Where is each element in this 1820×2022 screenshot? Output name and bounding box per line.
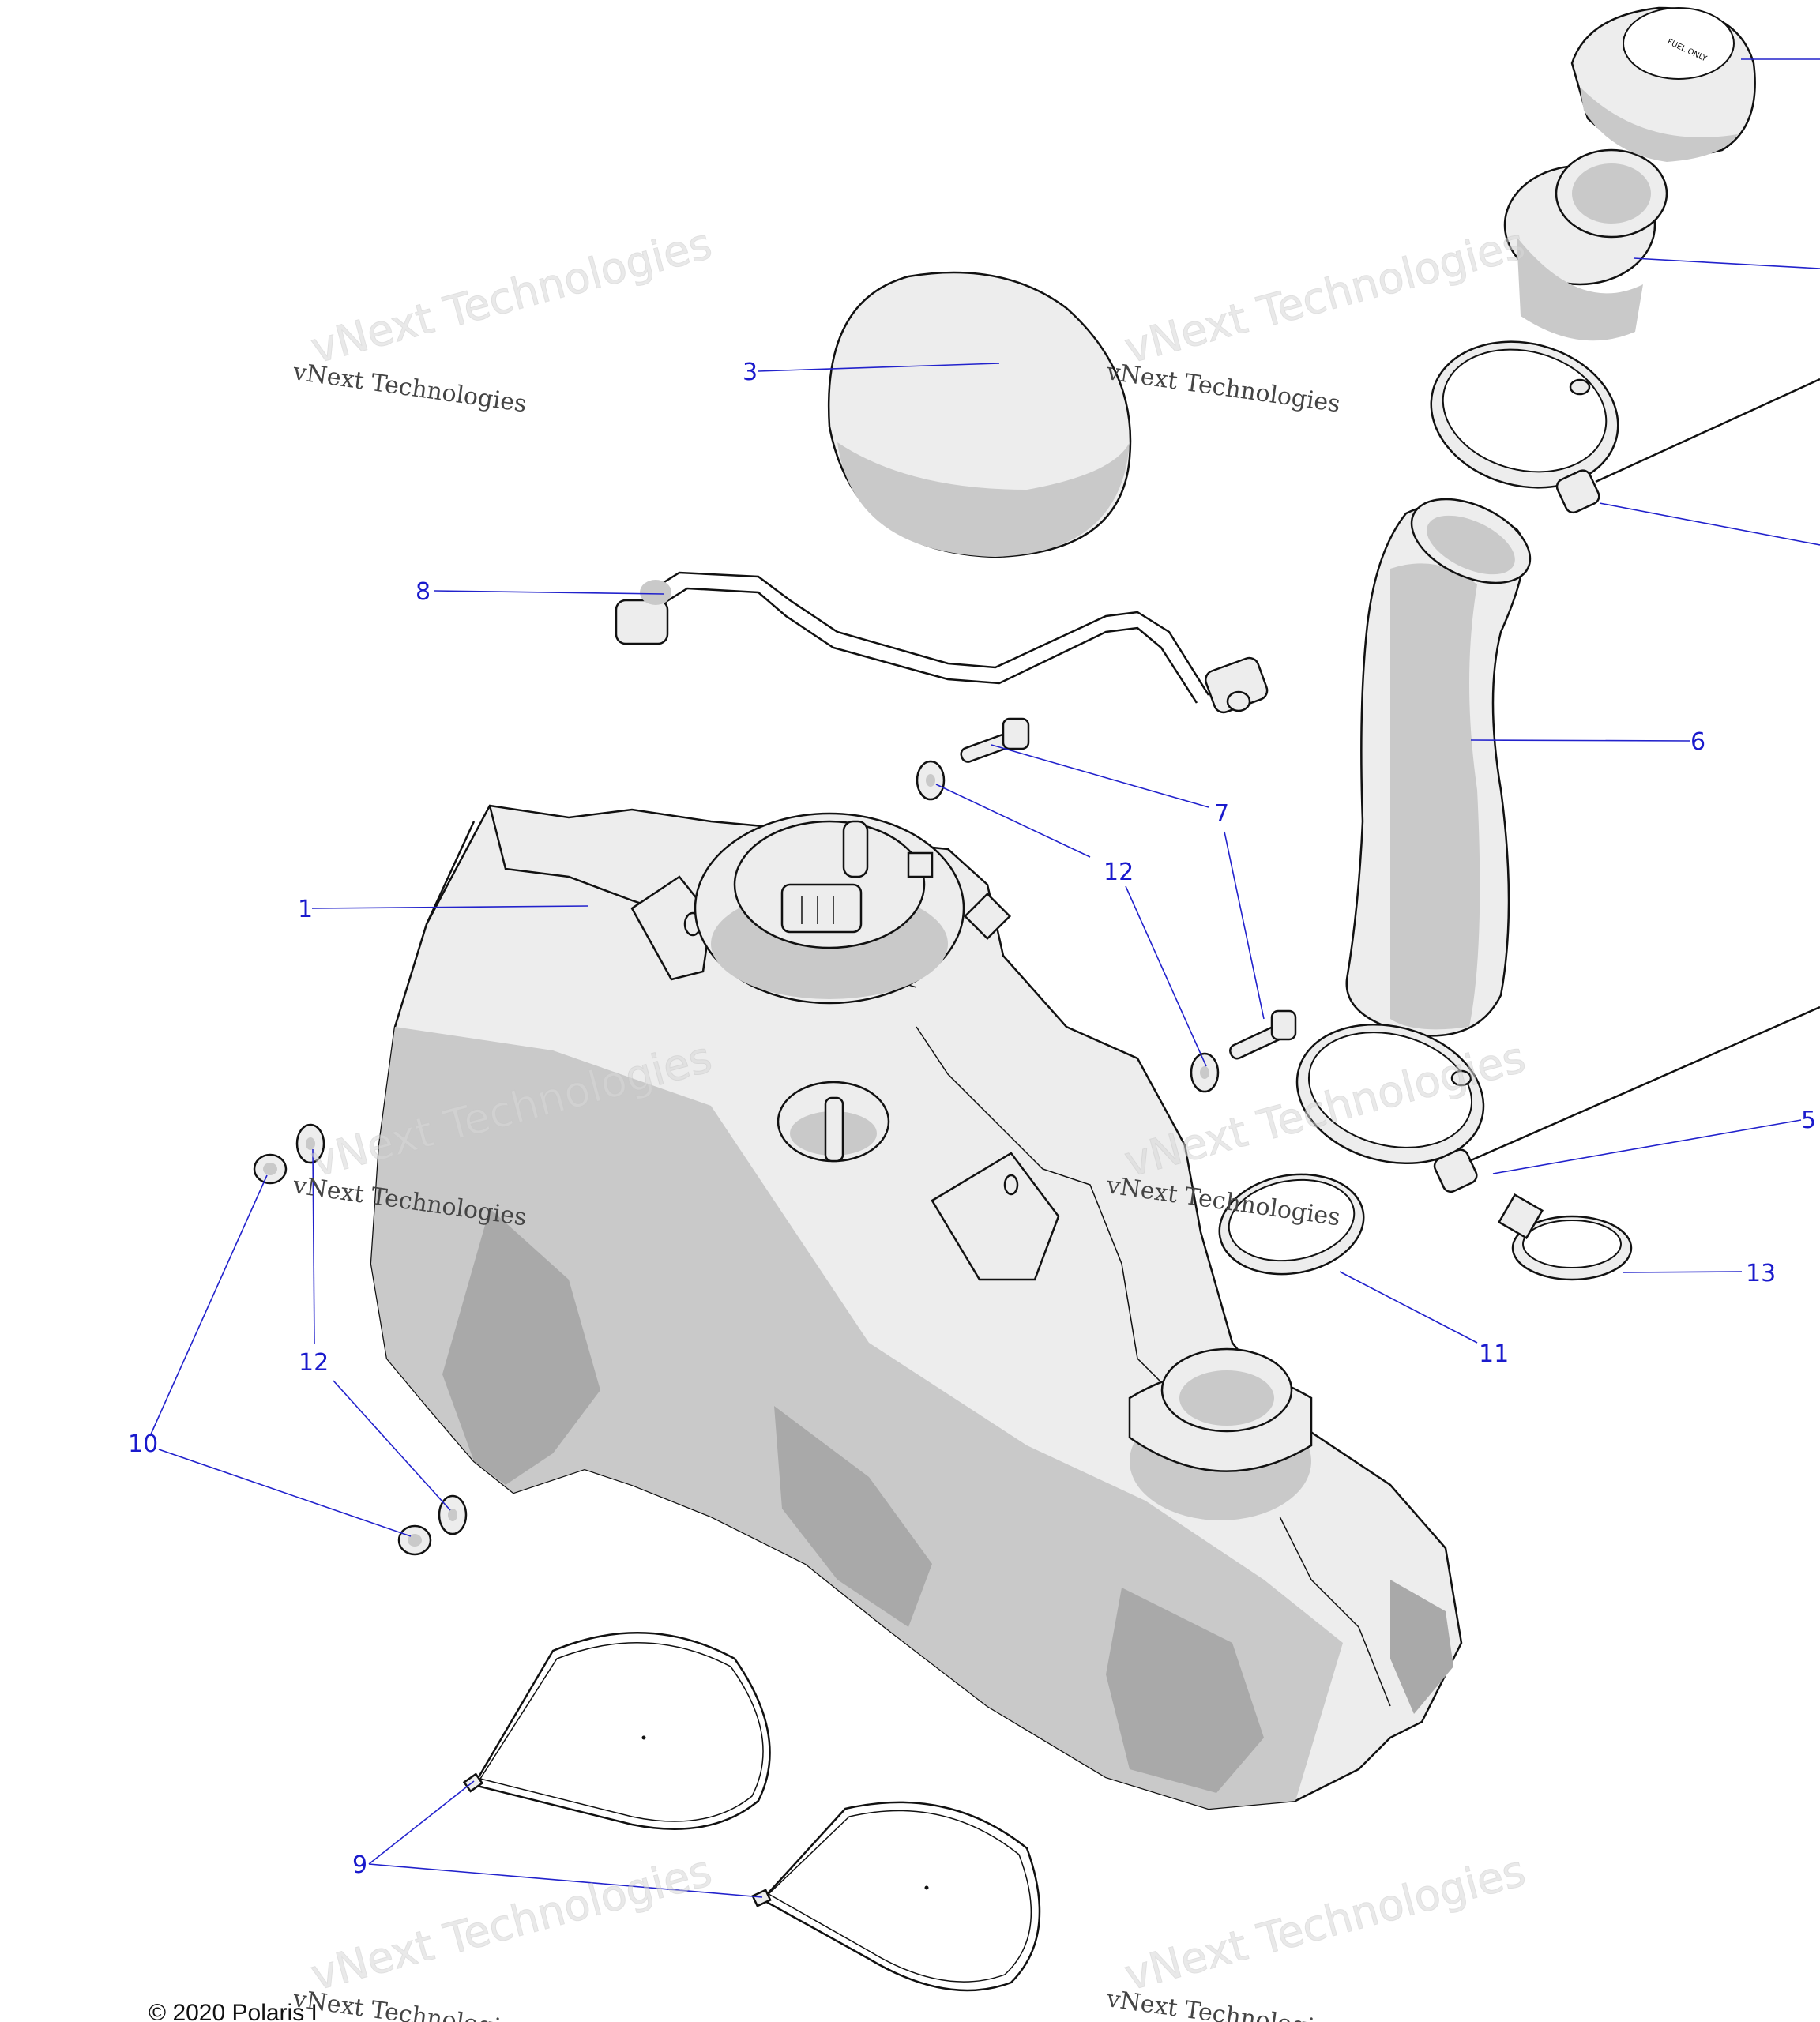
leader-lines (149, 58, 1820, 1898)
watermark-6: vNext Technologies vNext Technologies (1104, 1845, 1531, 2022)
watermark-caption: vNext Technologies (291, 1985, 528, 2022)
hose-clamp-part-5-lower (1295, 1005, 1820, 1193)
callout-6: 6 (1690, 728, 1705, 756)
callout-9: 9 (352, 1851, 367, 1879)
callouts: 1 3 5 6 7 8 9 10 11 12 12 13 (128, 359, 1816, 1879)
watermark-logo: vNext Technologies (306, 219, 716, 374)
fuel-tank-part-1 (370, 804, 1463, 1810)
callout-11: 11 (1479, 1340, 1509, 1368)
watermark-1: vNext Technologies vNext Technologies (291, 218, 717, 418)
vent-hose-part-8 (615, 571, 1269, 714)
watermark-caption: vNext Technologies (1104, 1985, 1342, 2022)
strap-part-9-lower (751, 1801, 1041, 1992)
clamp-part-13 (1497, 1193, 1633, 1281)
filler-neck-adapter (1503, 148, 1668, 341)
hose-clamp-part-5-upper (1430, 340, 1820, 514)
callout-12-lower: 12 (299, 1349, 329, 1377)
bolt-part-7-upper (960, 717, 1030, 763)
nut-part-10-b (397, 1524, 432, 1556)
washer-part-12-a (916, 760, 946, 801)
watermark-caption: vNext Technologies (1104, 358, 1342, 418)
watermark-caption: vNext Technologies (291, 358, 528, 418)
watermark-logo: vNext Technologies (306, 1846, 716, 2001)
fuel-cap: FUEL ONLY (1570, 6, 1756, 162)
callout-13: 13 (1746, 1260, 1776, 1287)
callout-1: 1 (298, 896, 313, 923)
callout-3: 3 (743, 359, 758, 386)
callout-12-upper: 12 (1104, 859, 1134, 886)
strap-part-9-upper (462, 1632, 771, 1830)
bolt-part-7-lower (1229, 1009, 1297, 1060)
callout-10: 10 (128, 1430, 158, 1458)
filler-hose-part-6 (1345, 498, 1532, 1037)
callout-8: 8 (416, 578, 431, 606)
nut-part-10-a (253, 1153, 288, 1185)
washer-part-12-c (295, 1123, 325, 1164)
callout-5: 5 (1801, 1107, 1816, 1134)
callout-7: 7 (1214, 800, 1229, 828)
dome-cover-part-3 (827, 271, 1132, 558)
band-clamp-part-11 (1218, 1173, 1365, 1276)
copyright-text: © 2020 Polaris I (149, 2000, 318, 2022)
washer-part-12-b (1190, 1052, 1220, 1093)
watermark-logo: vNext Technologies (1119, 1846, 1530, 2001)
